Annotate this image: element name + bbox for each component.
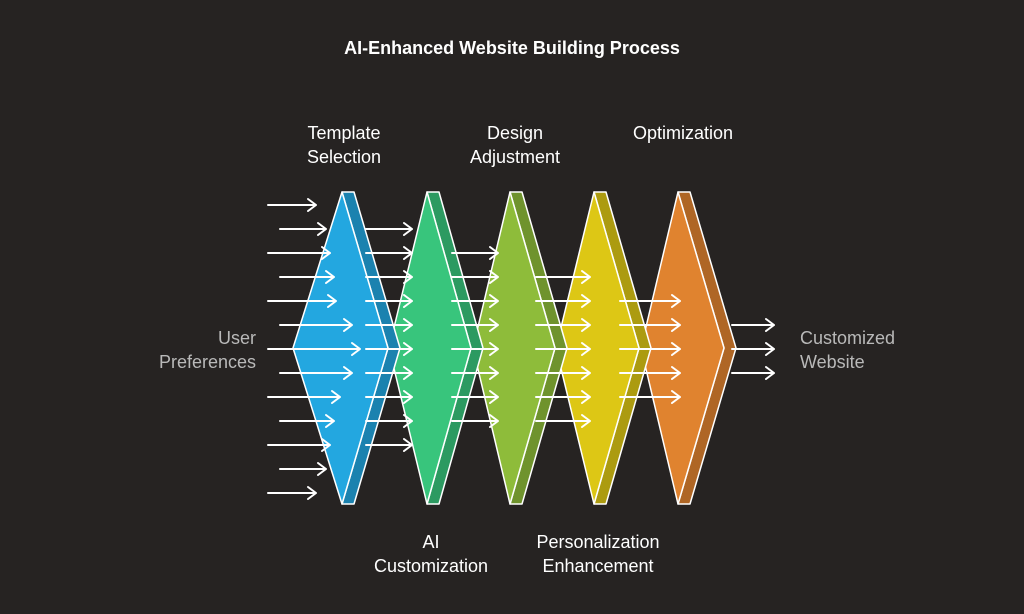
stage-label-line-2: Optimization (632, 123, 734, 143)
flow-arrow (535, 294, 591, 308)
stage-label-line-1: Template (307, 123, 381, 143)
flow-arrow (365, 294, 413, 308)
flow-arrow (365, 222, 413, 236)
stage-label-ai-customization: AI Customization (341, 530, 521, 578)
input-label-line-2: Preferences (158, 352, 256, 372)
output-arrow (731, 366, 775, 380)
stage-label-template-selection: Template Selection (254, 121, 434, 169)
input-arrow (267, 198, 317, 212)
input-label-line-1: User (217, 328, 256, 348)
input-arrow (267, 342, 361, 356)
stage-chevron (640, 191, 725, 505)
flow-arrow (365, 414, 413, 428)
output-label-line-1: Customized (800, 328, 896, 348)
output-label: Customized Website (800, 326, 930, 374)
flow-arrow (365, 270, 413, 284)
flow-arrow (451, 414, 499, 428)
input-arrow (267, 390, 341, 404)
output-label-line-2: Website (800, 352, 865, 372)
stage-label-line-1: Design (486, 123, 544, 143)
input-arrow (267, 246, 331, 260)
flow-arrow (365, 366, 413, 380)
stage-label-optimization: Optimization (593, 121, 773, 145)
input-arrow (267, 486, 317, 500)
stage-label-line-1: Personalization (536, 532, 660, 552)
stage-label-line-2: Customization (373, 556, 489, 576)
flow-arrow (451, 318, 499, 332)
flow-arrow (451, 270, 499, 284)
stage-label-line-2: Selection (306, 147, 382, 167)
diagram-title: AI-Enhanced Website Building Process (344, 38, 680, 58)
stage-label-line-2: Adjustment (469, 147, 561, 167)
input-arrow (279, 222, 327, 236)
flow-arrow (535, 414, 591, 428)
flow-arrow (535, 366, 591, 380)
input-arrow (267, 438, 331, 452)
flow-arrow (535, 270, 591, 284)
input-arrow (279, 414, 335, 428)
flow-arrow (365, 246, 413, 260)
output-arrow (731, 318, 775, 332)
input-arrow (279, 366, 353, 380)
flow-arrow (365, 318, 413, 332)
flow-arrow (535, 318, 591, 332)
stage-label-line-2: Enhancement (542, 556, 654, 576)
flow-arrow (535, 390, 591, 404)
input-arrow (279, 318, 353, 332)
input-arrow (279, 270, 335, 284)
stage-label-personalization-enhancement: Personalization Enhancement (508, 530, 688, 578)
flow-arrow (619, 318, 681, 332)
input-label: User Preferences (148, 326, 256, 374)
flow-arrow (365, 390, 413, 404)
flow-arrow (451, 390, 499, 404)
flow-arrow (365, 342, 413, 356)
flow-arrow (365, 438, 413, 452)
output-arrow (731, 342, 775, 356)
flow-arrow (451, 246, 499, 260)
flow-arrow (619, 390, 681, 404)
flow-arrow (451, 294, 499, 308)
flow-arrow (619, 342, 681, 356)
flow-arrow (535, 342, 591, 356)
flow-arrow (451, 342, 499, 356)
stage-label-design-adjustment: Design Adjustment (425, 121, 605, 169)
flow-arrow (619, 366, 681, 380)
input-arrow (279, 462, 327, 476)
input-arrow (267, 294, 337, 308)
stage-label-line-1: AI (422, 532, 440, 552)
flow-arrow (451, 366, 499, 380)
flow-arrow (619, 294, 681, 308)
